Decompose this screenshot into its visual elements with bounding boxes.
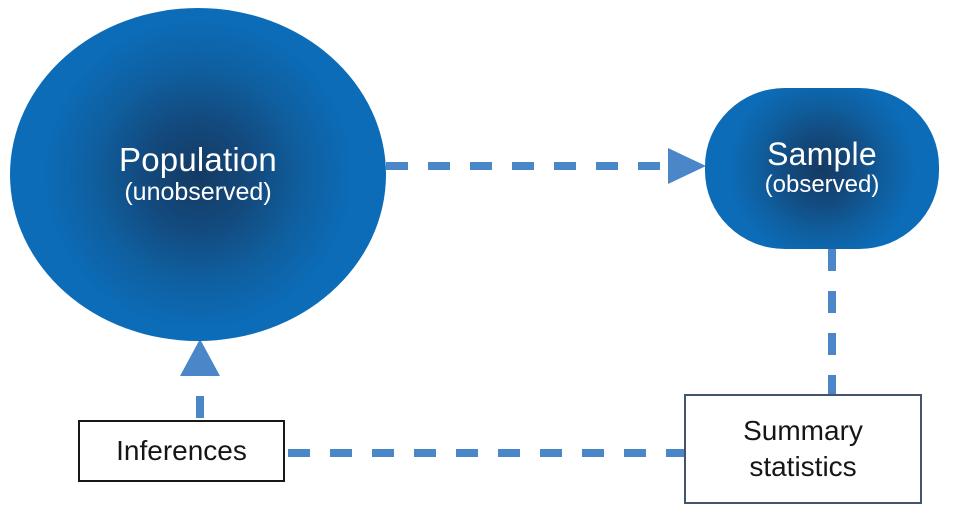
population-title: Population xyxy=(119,140,277,178)
summary-statistics-label-line1: Summary xyxy=(743,415,863,447)
node-summary-statistics[interactable]: Summary statistics xyxy=(684,394,922,504)
sample-title: Sample xyxy=(767,135,877,172)
node-population[interactable]: Population (unobserved) xyxy=(10,8,386,341)
arrowhead-right-icon xyxy=(668,148,706,184)
population-subtitle: (unobserved) xyxy=(124,178,272,207)
sample-subtitle: (observed) xyxy=(764,171,880,199)
summary-statistics-label-wrap: Summary statistics xyxy=(743,413,863,485)
connector-population-to-sample xyxy=(386,148,706,184)
connector-inferences-to-population xyxy=(180,339,220,418)
node-sample[interactable]: Sample (observed) xyxy=(705,88,939,249)
node-inferences[interactable]: Inferences xyxy=(78,420,285,482)
arrowhead-up-icon xyxy=(180,339,220,376)
summary-statistics-label-line2: statistics xyxy=(749,451,857,482)
inferences-label: Inferences xyxy=(116,435,247,466)
